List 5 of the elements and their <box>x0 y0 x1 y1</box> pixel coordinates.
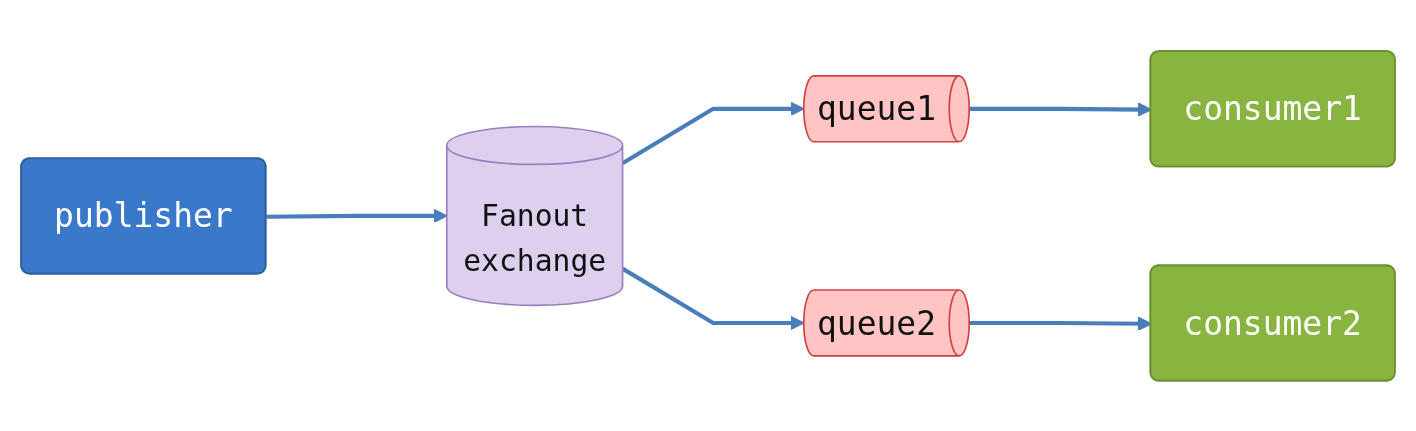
arrow <box>621 266 805 330</box>
node-text: queue2 <box>816 302 937 343</box>
arrow <box>621 101 805 165</box>
arrow <box>266 208 448 223</box>
node-text: queue1 <box>816 88 937 129</box>
